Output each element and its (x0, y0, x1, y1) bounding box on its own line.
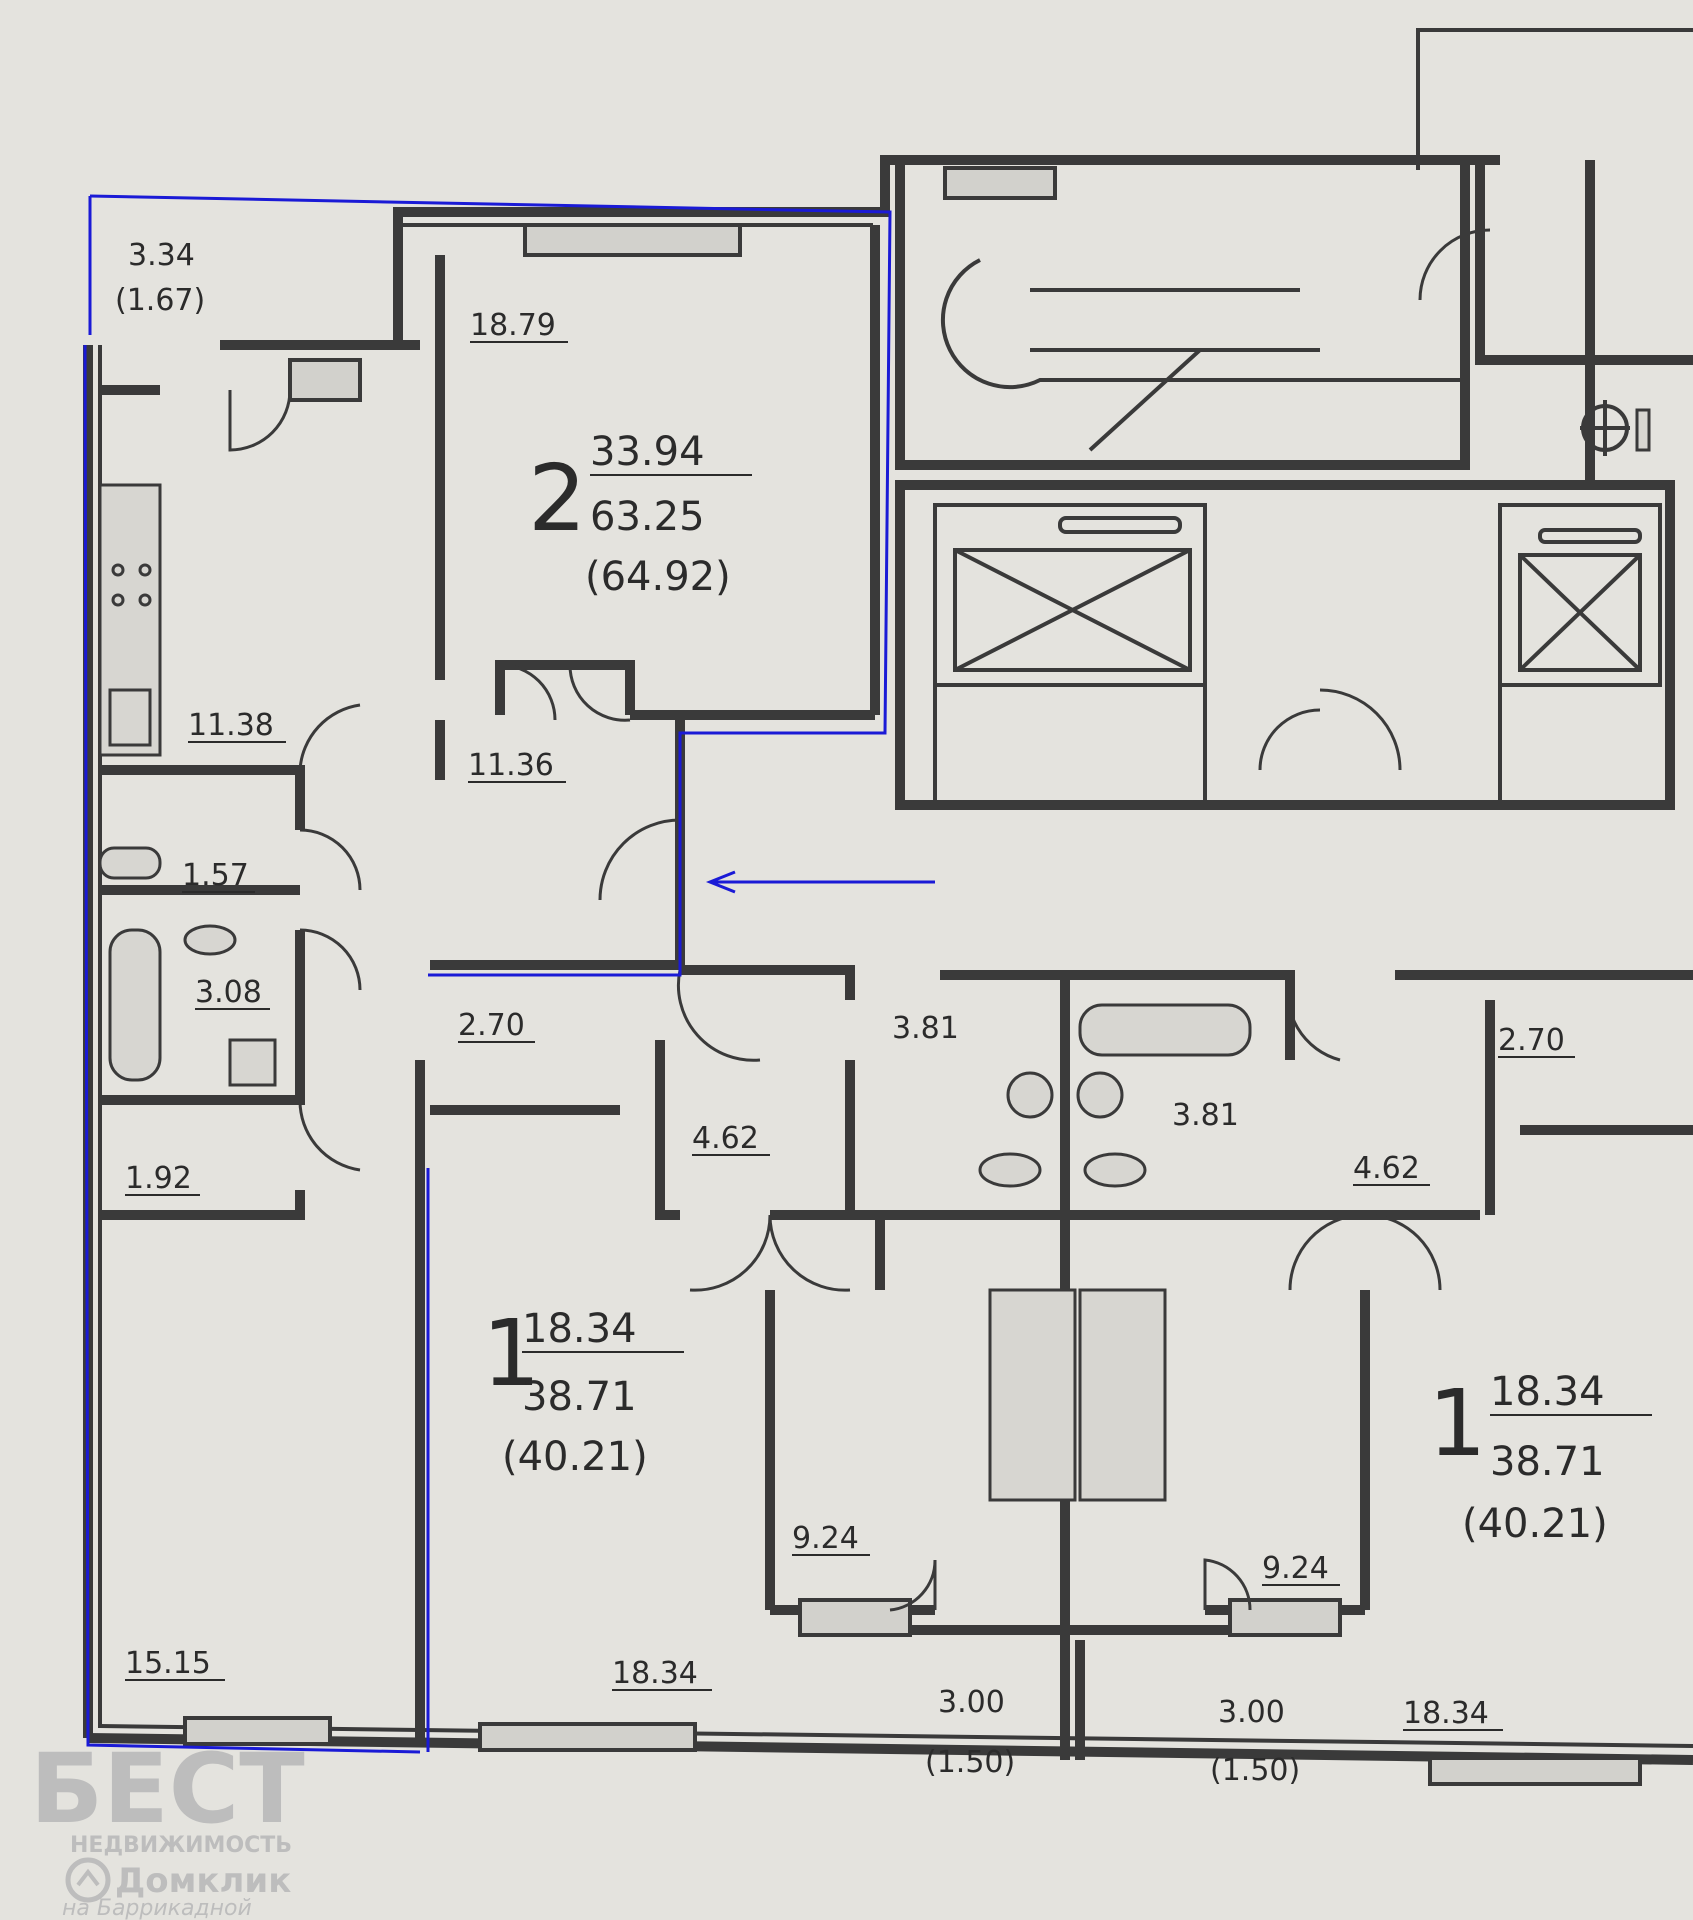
area-labels: 3.34 (1.67) 18.79 11.38 11.36 1.57 3.08 … (115, 238, 1575, 1788)
hall-a-area: 11.36 (468, 748, 554, 783)
watermark-brand: БЕСТ (30, 1733, 305, 1845)
room-a-area: 18.79 (470, 308, 556, 343)
domclick-logo-icon (65, 1857, 111, 1903)
balcony-b-area: 3.00 (938, 1685, 1005, 1720)
closet-a-area: 1.92 (125, 1161, 192, 1196)
bathtub-b-icon (1078, 1003, 1252, 1057)
corridor-c-area: 4.62 (1353, 1151, 1420, 1186)
balcony-a-reduced: (1.67) (115, 283, 205, 318)
kitchen-a-area: 11.38 (188, 708, 274, 743)
highlight-outline (83, 194, 935, 1754)
watermark: БЕСТ НЕДВИЖИМОСТЬ Домклик на Баррикадной (30, 1733, 305, 1920)
kitchen-b-area: 9.24 (792, 1521, 859, 1556)
balcony-c-reduced: (1.50) (1210, 1753, 1300, 1788)
watermark-office: на Баррикадной (62, 1896, 252, 1920)
room-a2-area: 15.15 (125, 1646, 211, 1681)
apt-1b-total-balcony: (40.21) (502, 1434, 648, 1480)
apt-1c-rooms: 1 (1428, 1370, 1487, 1477)
apt-1c-living: 18.34 (1490, 1369, 1605, 1415)
watermark-sub: НЕДВИЖИМОСТЬ (70, 1833, 292, 1858)
water-heater-icon (228, 1038, 277, 1087)
apt-1b-rooms: 1 (482, 1300, 541, 1407)
bath-c-area: 3.81 (1172, 1098, 1239, 1133)
toilet-icon (98, 846, 162, 880)
washbasin-icon (183, 924, 237, 956)
bath-b-area: 3.81 (892, 1011, 959, 1046)
shaft-symbol-icon (1580, 400, 1651, 456)
hall-c-area: 2.70 (1498, 1023, 1565, 1058)
hall-b-area: 2.70 (458, 1008, 525, 1043)
sink-icon (108, 688, 152, 747)
apt-2-living: 33.94 (590, 429, 705, 475)
entrance-arrow-icon (705, 870, 935, 894)
kitchen-c-area: 9.24 (1262, 1551, 1329, 1586)
balcony-a-area: 3.34 (128, 238, 195, 273)
apt-2-total-balcony: (64.92) (585, 554, 731, 600)
wc-a-area: 1.57 (182, 858, 249, 893)
apt-1b-total: 38.71 (522, 1374, 637, 1420)
kitchen-c-counter (1078, 1288, 1167, 1502)
windows (183, 166, 1642, 1786)
bathtub-icon (108, 928, 162, 1082)
room-b-area: 18.34 (612, 1656, 698, 1691)
apartment-2-summary: 2 33.94 63.25 (64.92) (528, 429, 752, 600)
stove-icon (111, 563, 152, 607)
bath-a-area: 3.08 (195, 975, 262, 1010)
apt-1b-living: 18.34 (522, 1306, 637, 1352)
apt-1c-total-balcony: (40.21) (1462, 1501, 1608, 1547)
balcony-c-area: 3.00 (1218, 1695, 1285, 1730)
apartment-1c-summary: 1 18.34 38.71 (40.21) (1428, 1369, 1652, 1547)
balcony-b-reduced: (1.50) (925, 1745, 1015, 1780)
room-c-area: 18.34 (1403, 1696, 1489, 1731)
watermark-service: Домклик (115, 1861, 291, 1901)
fixtures (98, 258, 1651, 1502)
apt-2-rooms: 2 (528, 445, 587, 552)
corridor-b-area: 4.62 (692, 1121, 759, 1156)
kitchen-b-counter (988, 1288, 1077, 1502)
apt-2-total: 63.25 (590, 494, 705, 540)
apt-1c-total: 38.71 (1490, 1439, 1605, 1485)
doors (228, 228, 1491, 1612)
apartment-1b-summary: 1 18.34 38.71 (40.21) (482, 1300, 684, 1480)
